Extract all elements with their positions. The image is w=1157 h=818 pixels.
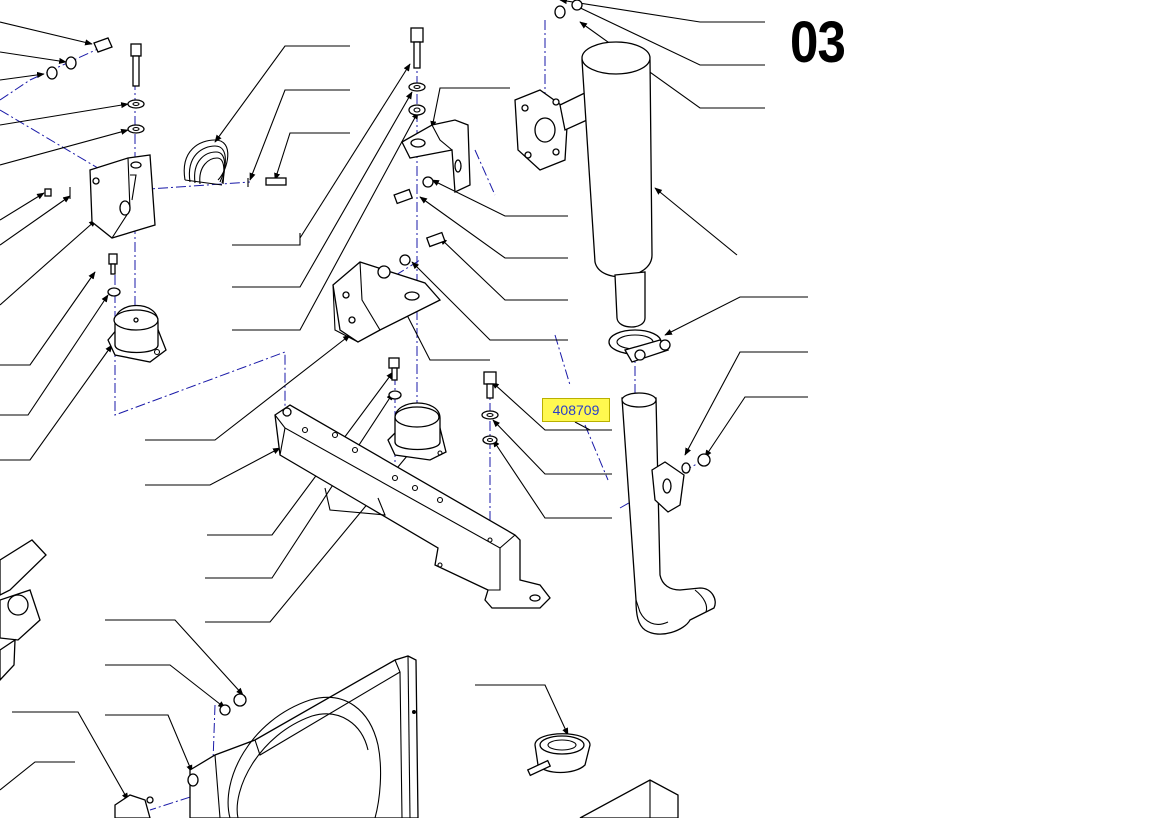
exhaust-tailpipe <box>621 392 716 635</box>
exhaust-hardware-top <box>554 0 583 19</box>
engine-support-crossmember <box>274 404 551 609</box>
page-number: 03 <box>790 10 846 75</box>
reference-stubs <box>232 244 300 331</box>
radiator-tank <box>579 779 679 818</box>
lower-bracket <box>332 254 442 343</box>
exhaust-clamp <box>608 329 671 363</box>
bolt-left-top <box>127 43 145 134</box>
rubber-mount-left <box>107 253 167 363</box>
radiator-cap <box>526 733 591 777</box>
part-number-callout[interactable]: 408709 <box>542 398 610 422</box>
fan-blade <box>0 539 47 681</box>
muffler <box>581 41 653 328</box>
engine-mount-bracket-left <box>89 154 156 239</box>
radiator-shroud <box>114 655 419 818</box>
bolt-stack-right <box>481 371 499 445</box>
pin-and-clip <box>247 177 287 187</box>
engine-mount-bracket-right <box>393 119 471 248</box>
rubber-mount-right <box>387 357 447 461</box>
spring <box>183 139 229 186</box>
hardware-top-left <box>44 37 113 199</box>
bolt-center-top <box>408 27 426 116</box>
